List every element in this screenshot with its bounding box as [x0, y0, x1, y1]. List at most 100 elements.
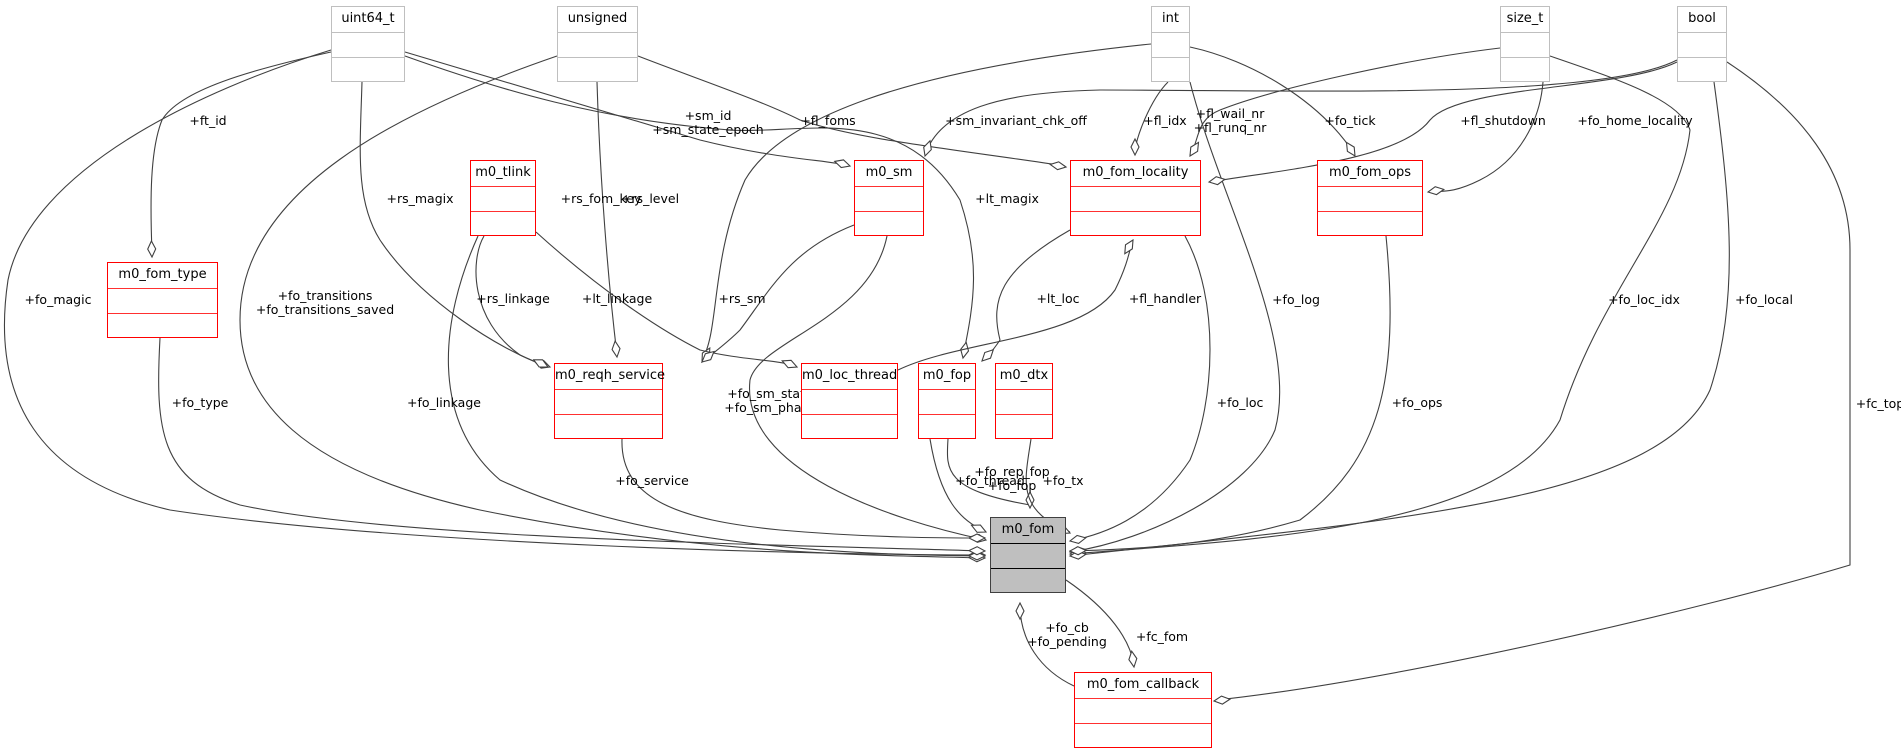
aggregation-diamond-icon — [1189, 141, 1200, 158]
edge-label: +fo_transitions — [278, 288, 373, 303]
aggregation-diamond-icon — [1048, 161, 1068, 171]
aggregation-diamond-icon — [1128, 649, 1138, 669]
aggregation-diamond-icon — [1068, 534, 1087, 545]
class-node-m0-fom[interactable]: m0_fom — [990, 517, 1066, 593]
attributes-compartment — [332, 33, 404, 58]
class-name: m0_sm — [855, 161, 923, 187]
class-node-m0-dtx[interactable]: m0_dtx — [995, 363, 1053, 439]
edge-label: +fo_tx — [1042, 473, 1083, 488]
class-name: m0_fom_ops — [1318, 161, 1422, 187]
edge-label: +fo_pending — [1027, 634, 1107, 649]
methods-compartment — [1075, 724, 1211, 750]
edge-label: +rs_level — [621, 191, 679, 206]
attributes-compartment — [1071, 187, 1200, 212]
class-name: uint64_t — [332, 7, 404, 33]
edge-label: +ft_id — [189, 113, 226, 128]
edge-label: +fl_idx — [1143, 113, 1186, 128]
attributes-compartment — [555, 390, 662, 415]
aggregation-diamond-icon — [532, 359, 550, 368]
edge-m0_sm-to-m0_fom — [749, 235, 987, 541]
edge-unsigned-to-m0_reqh_service — [596, 81, 618, 356]
class-node-unsigned[interactable]: unsigned — [557, 6, 638, 82]
class-name: m0_fom — [991, 518, 1065, 544]
class-name: size_t — [1501, 7, 1549, 33]
aggregation-diamond-icon — [960, 341, 970, 360]
edge-uint64_t-to-m0_fom_type — [150, 51, 332, 254]
edge-unsigned-to-m0_fom — [239, 55, 986, 559]
class-node-m0-fom-type[interactable]: m0_fom_type — [107, 262, 218, 338]
class-node-m0-fop[interactable]: m0_fop — [918, 363, 976, 439]
attributes-compartment — [802, 390, 897, 415]
attributes-compartment — [471, 187, 535, 212]
attributes-compartment — [991, 544, 1065, 569]
edge-bool-to-m0_fom — [1069, 81, 1730, 557]
edge-label: +rs_linkage — [476, 291, 550, 306]
edge-label: +fl_runq_nr — [1194, 120, 1268, 135]
attributes-compartment — [1678, 33, 1726, 58]
edge-label: +fo_local — [1735, 292, 1793, 307]
class-node-m0-sm[interactable]: m0_sm — [854, 160, 924, 236]
class-name: m0_fom_callback — [1075, 673, 1211, 699]
edge-uint64_t-to-m0_sm — [404, 51, 851, 167]
edge-label: +fo_rep_fop — [974, 464, 1050, 479]
aggregation-diamond-icon — [923, 139, 932, 158]
attributes-compartment — [558, 33, 637, 58]
methods-compartment — [555, 415, 662, 441]
class-node-m0-fom-callback[interactable]: m0_fom_callback — [1074, 672, 1212, 748]
edge-label: +fc_top — [1856, 396, 1901, 411]
class-node-m0-fom-ops[interactable]: m0_fom_ops — [1317, 160, 1423, 236]
class-node-m0-tlink[interactable]: m0_tlink — [470, 160, 536, 236]
methods-compartment — [1152, 58, 1189, 84]
class-node-int[interactable]: int — [1151, 6, 1190, 82]
edge-label: +fc_fom — [1136, 629, 1188, 644]
edge-label: +rs_fom_key — [561, 191, 642, 206]
attributes-compartment — [919, 390, 975, 415]
edge-uint64_t-to-m0_loc_thread — [404, 55, 975, 357]
methods-compartment — [1501, 58, 1549, 84]
methods-compartment — [332, 58, 404, 84]
methods-compartment — [1678, 58, 1726, 84]
edge-m0_fom_ops-to-m0_fom — [1069, 235, 1391, 552]
aggregation-diamond-icon — [967, 533, 987, 543]
edge-label: +lt_magix — [975, 191, 1039, 206]
aggregation-diamond-icon — [611, 339, 621, 359]
edge-m0_reqh_service-to-m0_fom — [621, 438, 986, 539]
class-name: m0_dtx — [996, 364, 1052, 390]
class-node-m0-loc-thread[interactable]: m0_loc_thread — [801, 363, 898, 439]
labels-layer: +fo_magic+ft_id+rs_magix+sm_id+sm_state_… — [25, 106, 1901, 649]
edge-label: +rs_sm — [718, 291, 765, 306]
edge-m0_fom_locality-to-m0_fom — [1069, 235, 1211, 542]
aggregation-diamond-icon — [1345, 141, 1356, 158]
class-node-uint64-t[interactable]: uint64_t — [331, 6, 405, 82]
edge-int-to-m0_fom_ops — [1189, 46, 1356, 156]
aggregation-diamond-icon — [970, 524, 988, 533]
edge-label: +fo_magic — [25, 292, 92, 307]
class-node-bool[interactable]: bool — [1677, 6, 1727, 82]
methods-compartment — [996, 415, 1052, 441]
edge-m0_fom_type-to-m0_fom — [158, 337, 986, 552]
edge-label: +fo_cb — [1045, 620, 1089, 635]
edge-label: +sm_invariant_chk_off — [945, 113, 1087, 128]
edge-size_t-to-m0_fom_locality — [1189, 47, 1501, 156]
edge-int-to-m0_reqh_service — [701, 43, 1152, 361]
class-name: m0_tlink — [471, 161, 535, 187]
class-name: unsigned — [558, 7, 637, 33]
class-node-m0-fom-locality[interactable]: m0_fom_locality — [1070, 160, 1201, 236]
aggregation-diamond-icon — [967, 546, 987, 556]
edge-label: +fo_linkage — [407, 395, 481, 410]
edge-label: +lt_linkage — [582, 291, 653, 306]
methods-compartment — [991, 569, 1065, 595]
methods-compartment — [471, 212, 535, 238]
aggregation-diamond-icon — [981, 348, 995, 362]
attributes-compartment — [996, 390, 1052, 415]
edge-label: +fl_wail_nr — [1196, 106, 1266, 121]
class-node-m0-reqh-service[interactable]: m0_reqh_service — [554, 363, 665, 441]
edge-unsigned-to-m0_fom_locality — [637, 55, 1066, 167]
attributes-compartment — [1318, 187, 1422, 212]
attributes-compartment — [108, 289, 217, 314]
edge-label: +fl_foms — [800, 113, 855, 128]
edge-int-to-m0_fom — [1069, 81, 1281, 553]
class-node-size-t[interactable]: size_t — [1500, 6, 1550, 82]
edge-bool-to-m0_fom_callback — [1216, 61, 1851, 701]
